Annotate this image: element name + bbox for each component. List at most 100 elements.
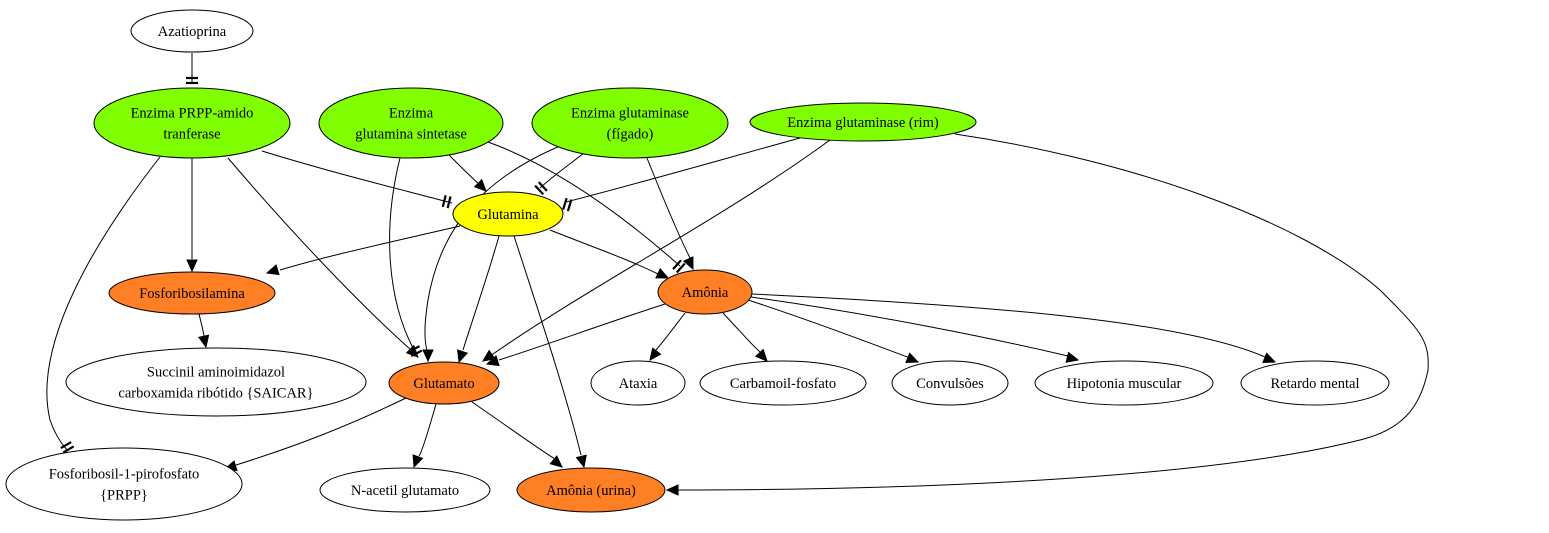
edge-glutaminase_figado-to-glutamato bbox=[422, 145, 561, 363]
node-ellipse bbox=[388, 361, 500, 405]
node-label: Carbamoil-fosfato bbox=[730, 376, 836, 392]
node-convulsoes: Convulsões bbox=[891, 360, 1009, 406]
inhibit-bar bbox=[566, 199, 573, 212]
edge-line bbox=[539, 152, 585, 189]
node-ellipse bbox=[699, 360, 867, 406]
edge-glutaminase_figado-to-amonia bbox=[646, 157, 694, 271]
node-ellipse bbox=[749, 102, 977, 142]
node-ataxia: Ataxia bbox=[590, 360, 686, 406]
edge-line bbox=[498, 303, 666, 361]
node-amonia: Amônia bbox=[657, 269, 753, 315]
node-label: Fosforibosil-1-pirofosfato bbox=[49, 467, 200, 483]
node-ellipse bbox=[1240, 360, 1390, 406]
arrowhead bbox=[575, 454, 587, 469]
node-label: Glutamina bbox=[477, 207, 539, 223]
arrowhead bbox=[754, 348, 768, 362]
node-ellipse bbox=[1034, 360, 1214, 406]
edge-line bbox=[424, 145, 561, 351]
edge-line bbox=[751, 293, 1266, 358]
node-glutamina: Glutamina bbox=[452, 191, 564, 237]
arrowhead bbox=[485, 355, 500, 367]
edge-line bbox=[565, 137, 801, 203]
node-label: Azatioprina bbox=[158, 24, 227, 40]
node-label: glutamina sintetase bbox=[355, 127, 467, 143]
node-glutaminase-rim: Enzima glutaminase (rim) bbox=[749, 102, 977, 142]
edge-glutamina-to-glutamato bbox=[457, 235, 500, 364]
edge-glutamato-to-n_acetil bbox=[412, 403, 437, 469]
arrowhead bbox=[482, 349, 496, 362]
edge-prpp_amido-to-glutamato bbox=[227, 157, 419, 358]
inhibit-bar bbox=[60, 441, 72, 450]
arrowhead bbox=[412, 454, 424, 469]
edge-amonia-to-hipotonia bbox=[750, 296, 1080, 363]
arrowhead bbox=[1262, 352, 1277, 364]
inhibit-bar bbox=[562, 197, 568, 210]
edge-glutaminase_rim-to-glutamina bbox=[562, 137, 801, 212]
edge-prpp_amido-to-fosforibosilamina bbox=[186, 158, 198, 273]
node-label: Enzima PRPP-amido bbox=[131, 106, 254, 122]
edge-line bbox=[487, 141, 681, 267]
node-amonia-urina: Amônia (urina) bbox=[516, 467, 666, 513]
node-saicar: Succinil aminoimidazol carboxamida ribóti… bbox=[65, 347, 367, 417]
edge-amonia-to-retardo bbox=[751, 293, 1277, 364]
inhibit-bar bbox=[675, 262, 686, 274]
edge-amonia-to-convulsoes bbox=[747, 299, 920, 364]
arrowhead bbox=[665, 484, 679, 496]
arrowhead bbox=[905, 352, 920, 364]
arrowhead bbox=[655, 267, 670, 279]
edge-line bbox=[235, 397, 407, 466]
arrowhead bbox=[682, 256, 694, 271]
edge-prpp_amido-to-prpp bbox=[46, 156, 161, 454]
node-fosforibosilamina: Fosforibosilamina bbox=[108, 271, 276, 315]
edge-line bbox=[655, 312, 686, 351]
edge-amonia-to-carbamoil bbox=[722, 312, 768, 362]
arrowhead bbox=[457, 349, 469, 364]
edge-line bbox=[489, 139, 831, 357]
node-ellipse bbox=[65, 347, 367, 417]
inhibit-bar bbox=[441, 194, 447, 208]
node-ellipse bbox=[452, 191, 564, 237]
node-label: N-acetil glutamato bbox=[351, 483, 459, 499]
edge-azatioprina-to-prpp_amido bbox=[186, 53, 198, 85]
node-label: (fígado) bbox=[607, 127, 654, 143]
node-label: Amônia (urina) bbox=[546, 483, 636, 499]
node-ellipse bbox=[130, 9, 254, 53]
node-prpp: Fosforibosil-1-pirofosfato {PRPP} bbox=[5, 447, 243, 521]
edge-line bbox=[750, 296, 1069, 357]
edge-glutamato-to-amonia_urina bbox=[471, 401, 563, 468]
edge-glutamina-to-amonia bbox=[549, 229, 670, 279]
arrowhead bbox=[649, 347, 662, 361]
node-carbamoil: Carbamoil-fosfato bbox=[699, 360, 867, 406]
arrowhead bbox=[186, 259, 198, 273]
node-label: Enzima glutaminase (rim) bbox=[787, 115, 939, 131]
node-label: {PRPP} bbox=[100, 488, 148, 504]
edge-line bbox=[677, 133, 1429, 491]
node-label: carboxamida ribótido {SAICAR} bbox=[118, 386, 313, 402]
edge-glutaminase_figado-to-glutamina bbox=[534, 152, 585, 196]
inhibit-bar bbox=[408, 345, 421, 353]
node-label: Enzima glutaminase bbox=[571, 106, 689, 122]
edge-glut_sintetase-to-glutamato bbox=[389, 157, 423, 358]
edge-glutamina-to-fosforibosilamina bbox=[265, 225, 461, 276]
node-label: Glutamato bbox=[413, 376, 474, 392]
edges-layer bbox=[46, 53, 1429, 496]
edge-line bbox=[448, 154, 482, 187]
node-ellipse bbox=[531, 87, 729, 159]
inhibit-bar bbox=[62, 445, 75, 454]
arrowhead bbox=[197, 334, 210, 349]
edge-line bbox=[389, 157, 414, 349]
node-ellipse bbox=[93, 87, 291, 159]
node-ellipse bbox=[657, 269, 753, 315]
arrowhead bbox=[473, 178, 487, 192]
node-retardo: Retardo mental bbox=[1240, 360, 1390, 406]
node-ellipse bbox=[590, 360, 686, 406]
node-label: Hipotonia muscular bbox=[1067, 376, 1182, 392]
edge-line bbox=[722, 312, 761, 353]
edge-amonia-to-glutamato bbox=[485, 303, 666, 367]
node-hipotonia: Hipotonia muscular bbox=[1034, 360, 1214, 406]
node-ellipse bbox=[5, 447, 243, 521]
node-label: Succinil aminoimidazol bbox=[147, 365, 285, 381]
